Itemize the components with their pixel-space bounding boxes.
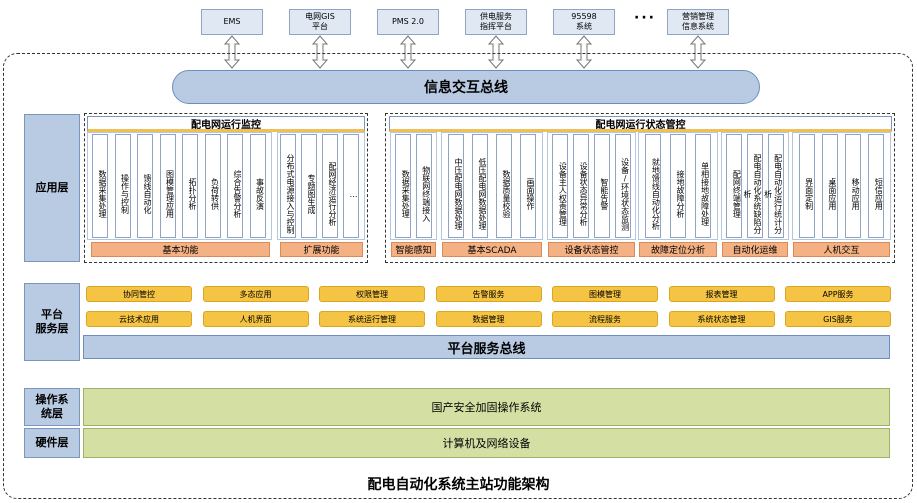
layer-label-os: 操作系 统层 (24, 388, 80, 426)
platform-service-item: 多态应用 (202, 286, 309, 302)
info-exchange-bus: 信息交互总线 (172, 70, 760, 104)
platform-service-item: 流程服务 (552, 311, 658, 327)
function-cell: 移动应用 (845, 134, 862, 238)
layer-label-app: 应用层 (24, 114, 80, 262)
double-arrow-icon (223, 35, 241, 69)
layer-label-text: 平台 服务层 (35, 308, 69, 335)
platform-service-item: 数据管理 (435, 311, 542, 327)
platform-service-item: 云技术应用 (86, 311, 192, 327)
function-cell: 短信应用 (868, 134, 885, 238)
platform-service-item: 协同管控 (86, 286, 192, 302)
platform-service-item: 系统运行管理 (319, 311, 425, 327)
function-cell: 就地馈线自动化分析 (645, 134, 662, 238)
system-label: 95598 系统 (571, 12, 597, 31)
function-cell: 馈线自动化 (137, 134, 153, 238)
function-cell: 操作与控制 (114, 134, 131, 238)
function-cell: 拓扑分析 (182, 134, 198, 238)
layer-label-text: 操作系 统层 (35, 393, 69, 420)
function-cell: 配网经济运行分析 (322, 134, 338, 238)
os-layer-bar: 国产安全加固操作系统 (83, 388, 890, 426)
platform-service-item: 人机界面 (202, 311, 309, 327)
status-group-label: 设备状态管控 (548, 242, 635, 257)
main-system-frame (3, 53, 913, 499)
function-cell: 分布式电源接入与控制 (280, 134, 296, 238)
status-section (385, 113, 895, 263)
function-cell: 低压配电网数据处理 (472, 134, 488, 238)
double-arrow-icon (487, 35, 505, 69)
system-gis: 电网GIS 平台 (289, 9, 351, 35)
monitor-title: 配电网运行监控 (87, 116, 365, 132)
layer-label-hw: 硬件层 (24, 428, 80, 458)
system-label: 营销管理 信息系统 (682, 12, 714, 31)
info-bus-label: 信息交互总线 (424, 80, 508, 96)
platform-service-item: 报表管理 (668, 286, 775, 302)
function-cell: 配网终端管理 (726, 134, 743, 238)
platform-service-item: APP服务 (785, 286, 891, 302)
more-systems-dots: ··· (634, 10, 656, 26)
platform-service-item: 图模管理 (552, 286, 658, 302)
function-cell: 负荷转供 (204, 134, 221, 238)
system-ems: EMS (201, 9, 263, 35)
function-cell: 单相接地故障处理 (694, 134, 711, 238)
function-cell: 图模管理应用 (159, 134, 176, 238)
status-group-label: 自动化运维 (722, 242, 788, 257)
system-label: 供电服务 指挥平台 (480, 12, 512, 31)
function-cell: 画面操作 (520, 134, 536, 238)
double-arrow-icon (399, 35, 417, 69)
system-service-command: 供电服务 指挥平台 (465, 9, 527, 35)
diagram-caption: 配电自动化系统主站功能架构 (367, 477, 550, 493)
layer-label-platform: 平台 服务层 (24, 283, 80, 361)
function-cell: 物联网终端接入 (415, 134, 432, 238)
function-cell: 综合告警分析 (227, 134, 243, 238)
platform-service-item: GIS服务 (785, 311, 891, 327)
system-95598: 95598 系统 (553, 9, 615, 35)
platform-service-item: 系统状态管理 (668, 311, 775, 327)
function-cell: 数据采集处理 (92, 134, 108, 238)
double-arrow-icon (689, 35, 707, 69)
function-cell: 配电自动化运行统计分析 (764, 134, 784, 238)
system-label: 电网GIS 平台 (305, 12, 335, 31)
function-cell: 接地故障分析 (670, 134, 686, 238)
platform-service-item: 告警服务 (435, 286, 542, 302)
function-cell: … (343, 134, 359, 238)
system-pms: PMS 2.0 (377, 9, 439, 35)
system-label: EMS (223, 17, 241, 26)
status-group-label: 智能感知 (391, 242, 436, 257)
function-cell: 设备状态异常分析 (573, 134, 590, 238)
status-group-label: 基本SCADA (442, 242, 542, 257)
function-cell: 界面定制 (798, 134, 815, 238)
platform-bus-label: 平台服务总线 (447, 341, 526, 357)
function-cell: 配电自动化系统缺陷分析 (743, 134, 763, 238)
function-cell: 数据质量校验 (496, 134, 512, 238)
monitor-section (84, 113, 368, 263)
status-group-label: 人机交互 (793, 242, 890, 257)
platform-service-item: 权限管理 (319, 286, 425, 302)
system-label: PMS 2.0 (391, 17, 425, 26)
double-arrow-icon (575, 35, 593, 69)
status-group-label: 故障定位分析 (639, 242, 717, 257)
double-arrow-icons (223, 35, 707, 69)
function-cell: 事故反演 (249, 134, 266, 238)
function-cell: 中压配电网数据处理 (448, 134, 464, 238)
function-cell: 智能告警 (593, 134, 610, 238)
function-cell: 设备/环境状态监测 (614, 134, 631, 238)
system-marketing: 营销管理 信息系统 (667, 9, 729, 35)
status-title: 配电网运行状态管控 (389, 116, 892, 132)
function-cell: 专题图生成 (301, 134, 317, 238)
function-cell: 数据采集处理 (395, 134, 412, 238)
platform-service-bus: 平台服务总线 (83, 335, 890, 359)
function-cell: 桌面应用 (821, 134, 838, 238)
double-arrow-icon (311, 35, 329, 69)
monitor-ext-label: 扩展功能 (280, 242, 363, 257)
monitor-basic-label: 基本功能 (91, 242, 270, 257)
function-cell: 设备主人权责管理 (552, 134, 569, 238)
hw-layer-bar: 计算机及网络设备 (83, 428, 890, 458)
